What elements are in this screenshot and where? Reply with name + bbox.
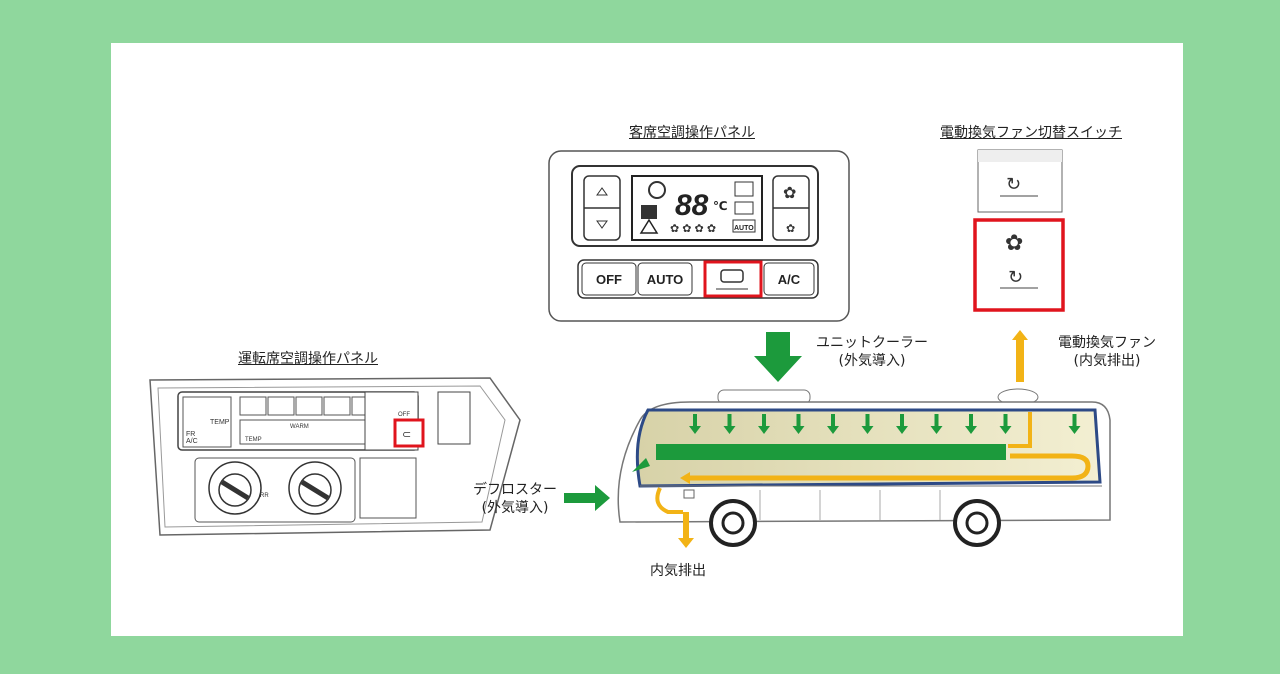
lcd-digits: 88 xyxy=(675,189,709,222)
svg-text:A/C: A/C xyxy=(778,272,801,287)
vent-fan-label: 電動換気ファン (内気排出) xyxy=(1058,335,1156,369)
passenger-ac-panel: 88 ℃ ✿ ✿ ✿ ✿ AUTO ✿ ✿ OFF AUTO A/C xyxy=(548,150,850,322)
driver-slider[interactable] xyxy=(359,457,417,519)
fan-icon: ✿ xyxy=(1005,230,1023,255)
off-button[interactable]: OFF xyxy=(581,262,637,296)
defroster-label: デフロスター (外気導入) xyxy=(473,482,557,516)
cabin-arrows xyxy=(689,414,1081,434)
cabin-down-arrow xyxy=(689,414,701,434)
triangle-down-icon xyxy=(596,220,608,229)
exhaust-label: 内気排出 xyxy=(650,563,706,579)
svg-text:OFF: OFF xyxy=(398,412,410,418)
mode-button-1[interactable] xyxy=(239,396,267,416)
fan-small-icon: ✿ xyxy=(786,223,795,235)
cabin-down-arrow xyxy=(723,414,736,434)
cool-air-flow xyxy=(656,444,1006,460)
fan-switch-title: 電動換気ファン切替スイッチ xyxy=(940,125,1122,141)
fan-speed-indicator: ✿ ✿ ✿ ✿ xyxy=(670,223,716,235)
fan-off-icon: ↻ xyxy=(1006,174,1021,194)
defroster-inner-arrow xyxy=(632,458,650,472)
seat-grid-icon xyxy=(641,205,657,219)
exhaust-arrow xyxy=(678,512,694,548)
svg-text:OFF: OFF xyxy=(596,272,622,287)
driver-defroster-button[interactable] xyxy=(393,418,425,448)
passenger-panel-title: 客席空調操作パネル xyxy=(629,125,755,141)
defrost-indicator-icon xyxy=(734,201,754,215)
mode-button-4[interactable] xyxy=(323,396,351,416)
cabin-down-arrow xyxy=(758,414,770,434)
recirculation-icon: ⊂ xyxy=(402,429,411,441)
lcd-unit: ℃ xyxy=(713,199,728,213)
defroster-icon xyxy=(720,269,744,283)
fan-on-icon: ↻ xyxy=(1008,267,1023,287)
cabin-down-arrow xyxy=(827,414,839,434)
auto-button[interactable]: AUTO xyxy=(637,262,693,296)
cabin-down-arrow xyxy=(965,414,977,434)
defroster-button[interactable] xyxy=(703,260,763,298)
svg-text:AUTO: AUTO xyxy=(647,272,684,287)
fan-level-icon xyxy=(648,181,666,199)
bus xyxy=(617,388,1111,547)
exhaust-air-path xyxy=(690,453,1091,481)
fan-large-icon: ✿ xyxy=(783,185,796,202)
unit-cooler-label: ユニットクーラー (外気導入) xyxy=(816,335,928,369)
cabin-down-arrow xyxy=(896,414,908,434)
svg-text:A/C: A/C xyxy=(186,438,198,445)
svg-text:RR: RR xyxy=(260,493,269,499)
defroster-arrow xyxy=(564,485,610,511)
cabin-down-arrow xyxy=(792,414,805,434)
driver-panel-slot xyxy=(437,391,471,445)
sun-indicator-icon xyxy=(734,181,754,197)
mode-button-2[interactable] xyxy=(267,396,295,416)
mode-button-3[interactable] xyxy=(295,396,323,416)
driver-panel-title: 運転席空調操作パネル xyxy=(238,351,378,367)
cabin-down-arrow xyxy=(930,414,943,434)
triangle-up-icon xyxy=(596,187,608,196)
unit-cooler-arrow xyxy=(754,332,802,382)
cabin-down-arrow xyxy=(999,414,1012,434)
svg-text:TEMP: TEMP xyxy=(245,437,262,443)
ac-button[interactable]: A/C xyxy=(763,262,815,296)
diagram-canvas xyxy=(111,43,1183,636)
vent-fan-switch: ↻ ✿ ↻ xyxy=(973,149,1065,312)
vent-fan-arrow xyxy=(1012,330,1028,382)
warning-icon xyxy=(639,218,659,234)
svg-text:TEMP: TEMP xyxy=(210,419,230,426)
svg-text:FR: FR xyxy=(186,431,195,438)
cabin-down-arrow xyxy=(1068,414,1081,434)
auto-indicator: AUTO xyxy=(734,225,754,232)
driver-ac-panel: FR A/C TEMP WARM TEMP OFF ⊂ RR xyxy=(149,377,521,536)
cabin-down-arrow xyxy=(861,414,874,434)
vent-fan-on-button[interactable] xyxy=(973,218,1065,312)
svg-text:WARM: WARM xyxy=(290,424,309,430)
